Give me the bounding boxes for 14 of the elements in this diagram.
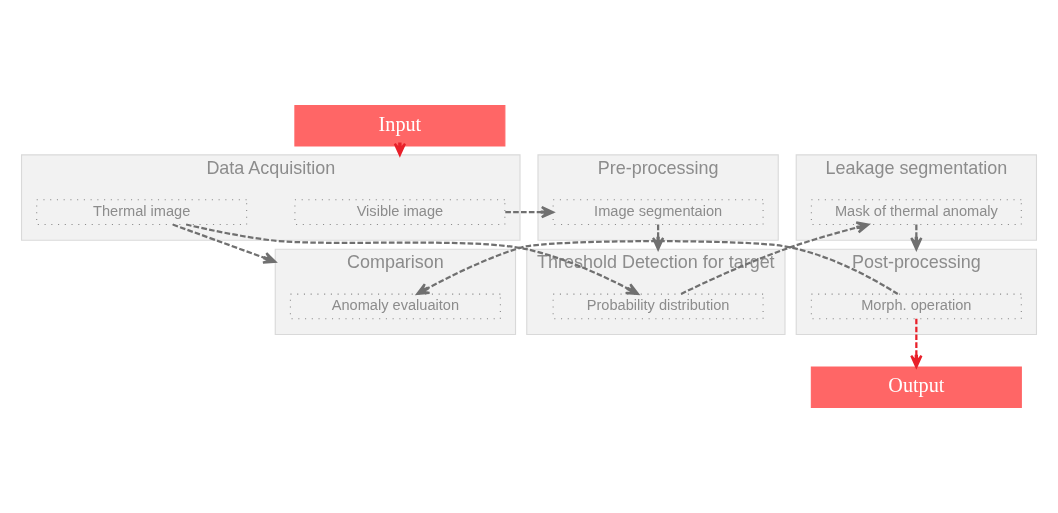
node-box: Thermal image [36,199,248,226]
arrow [172,223,277,264]
node-box: Probability distribution [552,293,764,320]
node-box: Output [810,366,1022,409]
node-box: Mask of thermal anomaly [810,199,1022,226]
arrow [910,224,923,251]
arrow [185,223,640,296]
node-box: Visible image [294,199,506,226]
node-box: Image segmentaion [552,199,764,226]
node-box: Morph. operation [810,293,1022,320]
arrow [680,221,870,295]
node-box: Anomaly evaluaiton [289,293,501,320]
arrow [505,205,555,219]
arrow [910,318,923,369]
